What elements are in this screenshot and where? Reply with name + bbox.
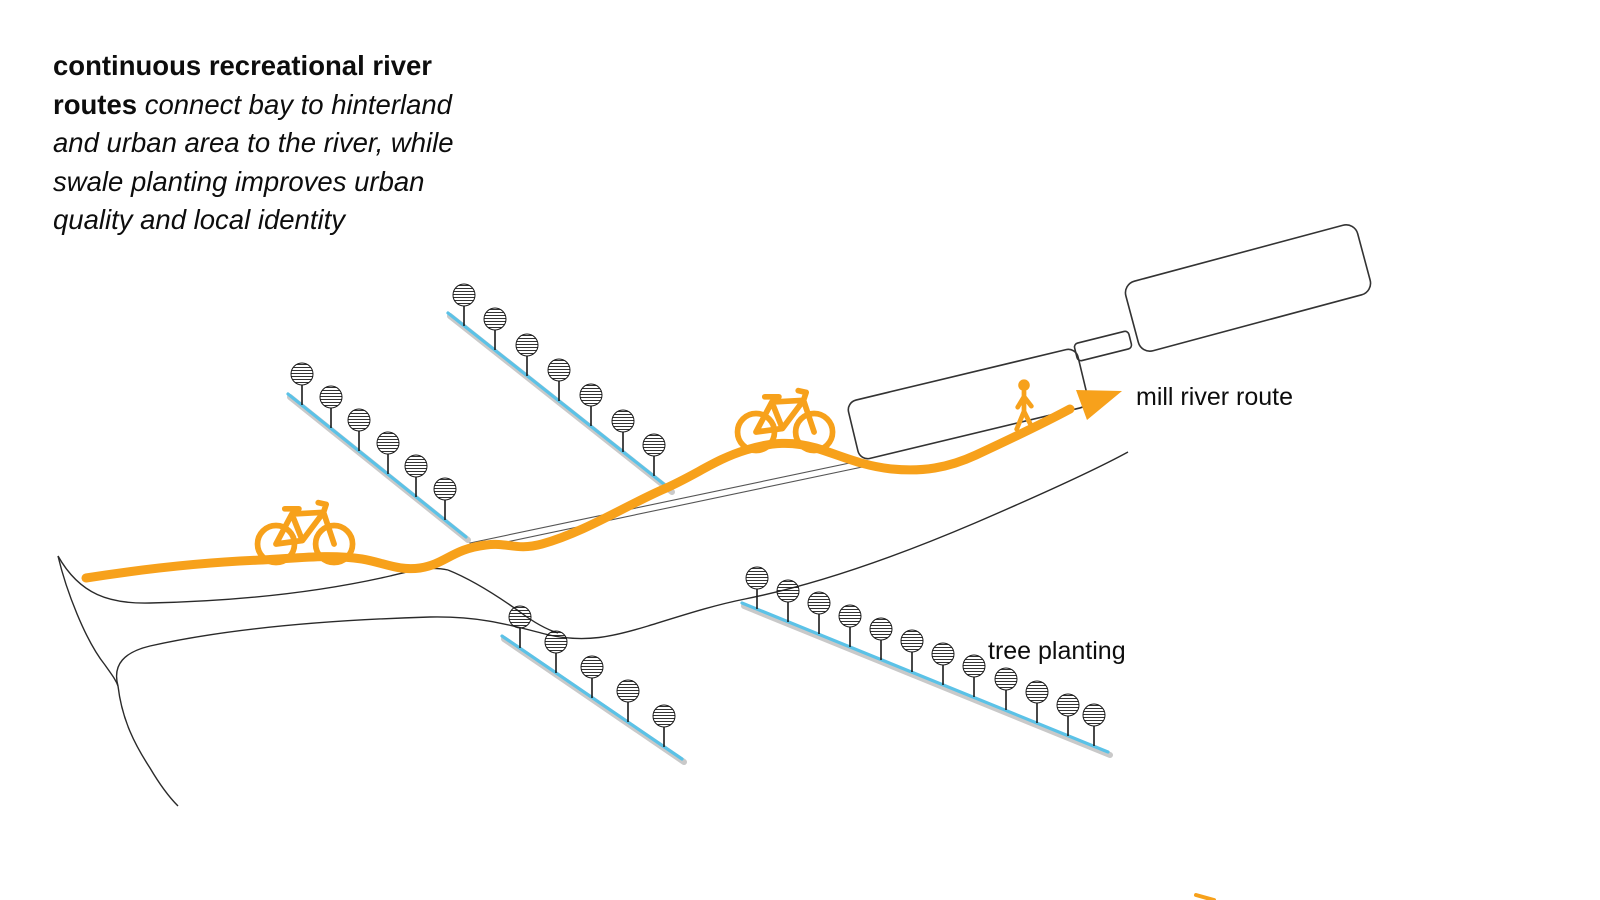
tree-icon — [994, 667, 1018, 711]
building-outlines — [847, 224, 1372, 460]
river-outline — [57, 451, 1129, 807]
swale-3 — [500, 605, 687, 765]
building-medium — [847, 348, 1089, 460]
tree-planting-label: tree planting — [988, 637, 1126, 665]
route-arrow-icon — [1076, 390, 1122, 420]
caption-italic-text: connect bay to hinterland and urban area… — [53, 88, 454, 236]
tree-icon — [900, 629, 924, 673]
street-path — [469, 459, 868, 550]
tree-icon — [776, 579, 800, 623]
tree-icon — [931, 642, 955, 686]
tree-row — [290, 362, 457, 521]
tree-icon — [1082, 703, 1106, 747]
tree-icon — [745, 566, 769, 610]
caption-bold-text: continuous recreational river routes — [53, 50, 432, 120]
swale-2 — [446, 283, 675, 495]
diagram-caption: continuous recreational river routes con… — [53, 47, 503, 240]
building-small — [1073, 330, 1133, 362]
tree-icon — [1025, 680, 1049, 724]
mill-river-route-label: mill river route — [1136, 383, 1293, 411]
tree-row — [452, 283, 666, 477]
tree-icon — [869, 617, 893, 661]
tree-icon — [1056, 693, 1080, 737]
tree-icon — [962, 654, 986, 698]
swale-4 — [740, 566, 1113, 758]
swale-1 — [286, 362, 471, 543]
tree-row — [508, 605, 676, 748]
river-route-path — [81, 404, 1075, 583]
tree-icon — [838, 604, 862, 648]
tree-icon — [807, 591, 831, 635]
building-large — [1124, 224, 1372, 352]
bottom-edge-orange-mark — [1194, 893, 1216, 900]
